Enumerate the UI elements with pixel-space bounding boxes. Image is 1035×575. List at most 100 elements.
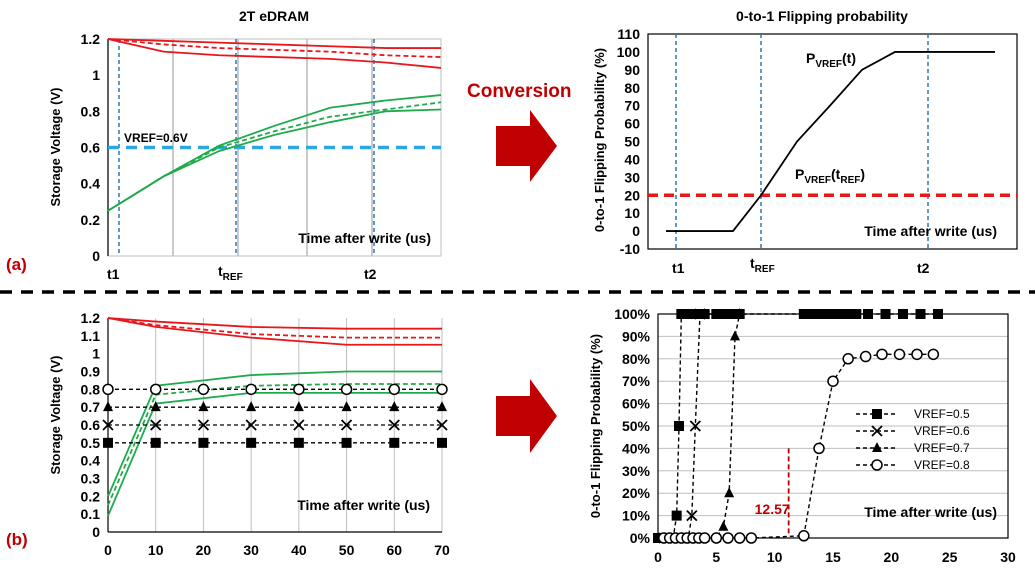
conversion-arrow	[496, 110, 557, 182]
chart-c-vref-marker	[198, 437, 209, 448]
chart-d-series-marker	[710, 532, 723, 544]
chart-c-vref-marker	[149, 383, 162, 396]
chart-c-vref-marker	[388, 383, 401, 396]
chart-d-y-tick-label: 30%	[622, 463, 651, 479]
chart-b-x-tick-tref: tREF	[750, 255, 775, 275]
chart-c-vref-marker	[341, 401, 352, 412]
chart-d-series-marker	[722, 532, 734, 544]
chart-c-y-tick-label: 0.9	[81, 364, 101, 380]
chart-d-series-marker	[859, 350, 872, 363]
chart-c-x-tick-label: 30	[243, 542, 259, 558]
chart-c-x-tick-label: 60	[386, 542, 402, 558]
chart-b-ref-label: PVREF(tREF)	[795, 166, 865, 186]
chart-b-y-tick-label: 100	[617, 44, 641, 60]
chart-c-y-tick-label: 1.1	[81, 328, 101, 344]
chart-a-title: 2T eDRAM	[239, 8, 309, 24]
chart-d-series-marker	[863, 309, 873, 319]
chart-c-vref-marker	[293, 383, 305, 396]
chart-d-x-tick-label: 5	[712, 549, 720, 565]
chart-c-vref-marker	[389, 401, 400, 412]
chart-c-y-tick-label: 0.7	[81, 399, 101, 415]
chart-a-series-line	[107, 38, 442, 69]
chart-c-vref-marker	[437, 437, 447, 448]
chart-a-y-tick-label: 0.4	[81, 176, 101, 192]
chart-c-vref-marker	[437, 401, 447, 412]
chart-d-legend-marker	[872, 409, 882, 419]
chart-c-y-tick-label: 0.3	[81, 471, 101, 487]
chart-d-series-marker	[699, 309, 710, 319]
chart-d-x-tick-label: 10	[767, 549, 783, 565]
chart-c-vref-marker	[340, 419, 353, 431]
chart-d-x-tick-label: 0	[654, 549, 662, 565]
chart-d-series-marker	[689, 420, 701, 432]
chart-d-series-marker	[876, 348, 888, 361]
chart-d-legend-label: VREF=0.8	[914, 458, 970, 472]
chart-a-y-tick-label: 1.2	[81, 31, 101, 47]
chart-c-vref-marker	[198, 401, 209, 412]
chart-c-vref-marker	[293, 401, 304, 412]
conversion-arrow-b	[496, 379, 557, 453]
chart-b-y-tick-label: 80	[624, 80, 640, 96]
chart-d-y-tick-label: 70%	[622, 373, 651, 389]
chart-b-curve-label: PVREF(t)	[806, 50, 856, 70]
chart-d-series-marker	[843, 309, 854, 319]
chart-d-legend-label: VREF=0.6	[914, 424, 970, 438]
chart-c-vref-marker	[103, 437, 113, 448]
chart-d-series-marker	[653, 533, 663, 543]
chart-d-series-marker	[815, 309, 826, 319]
chart-d-series-marker	[733, 532, 746, 544]
chart-b: 0-to-1 Flipping probability-100102030405…	[592, 8, 1018, 276]
chart-d-y-tick-label: 80%	[622, 351, 651, 367]
chart-c-x-tick-label: 40	[291, 542, 307, 558]
chart-c-x-tick-label: 50	[339, 542, 355, 558]
chart-c-vref-marker	[293, 419, 305, 431]
chart-a-series-line	[107, 108, 442, 212]
chart-d-legend-label: VREF=0.7	[914, 441, 970, 455]
chart-b-y-tick-label: 20	[624, 187, 640, 203]
chart-c-series-line	[107, 370, 442, 497]
panel-label-b: (b)	[6, 530, 28, 549]
chart-a-x-tick-t1: t1	[107, 266, 120, 282]
chart-c-y-axis-label: Storage Voltage (V)	[48, 356, 63, 475]
chart-d-y-axis-label: 0-to-1 Flipping Probability (%)	[588, 334, 603, 518]
chart-c-series-line	[107, 317, 442, 346]
chart-c-y-tick-label: 1	[92, 346, 100, 362]
chart-d-series-marker	[686, 509, 698, 522]
chart-b-y-axis-label: 0-to-1 Flipping Probability (%)	[592, 48, 607, 232]
chart-d-x-tick-label: 25	[942, 549, 958, 565]
chart-a-series-line	[107, 94, 442, 212]
chart-d-series-marker	[911, 348, 923, 361]
chart-c-y-tick-label: 0.2	[81, 488, 101, 504]
chart-d-series-marker	[893, 348, 906, 361]
chart-d-series-marker	[745, 532, 758, 544]
chart-a-y-tick-label: 1	[92, 67, 100, 83]
chart-d-series-marker	[718, 520, 729, 531]
chart-d-x-tick-label: 15	[825, 549, 841, 565]
chart-b-x-axis-label: Time after write (us)	[864, 223, 997, 239]
chart-a-x-axis-label: Time after write (us)	[298, 230, 431, 246]
chart-c-vref-marker	[150, 437, 161, 448]
chart-d-series-marker	[833, 309, 844, 319]
chart-d-series-marker	[880, 309, 891, 319]
chart-c-vref-marker	[103, 401, 113, 412]
chart-b-x-tick-t2: t2	[917, 260, 930, 276]
chart-d-y-tick-label: 100%	[614, 306, 650, 322]
chart-c-vref-marker	[246, 401, 257, 412]
chart-c-vref-marker	[340, 383, 353, 396]
chart-d-series-marker	[851, 309, 862, 319]
chart-c-vref-marker	[246, 437, 257, 448]
chart-c-x-tick-label: 10	[148, 542, 164, 558]
chart-b-y-tick-label: 70	[624, 98, 640, 114]
chart-c-vref-marker	[389, 437, 400, 448]
chart-a-vref-label: VREF=0.6V	[124, 131, 188, 145]
chart-d-series-marker	[694, 308, 706, 320]
chart-b-x-tick-t1: t1	[672, 260, 685, 276]
chart-a-series-line	[107, 38, 441, 49]
chart-c-y-tick-label: 0.5	[81, 435, 101, 451]
chart-c-vref-marker	[102, 419, 114, 431]
chart-d-series-marker	[798, 530, 810, 542]
chart-d-series-marker	[813, 442, 825, 455]
